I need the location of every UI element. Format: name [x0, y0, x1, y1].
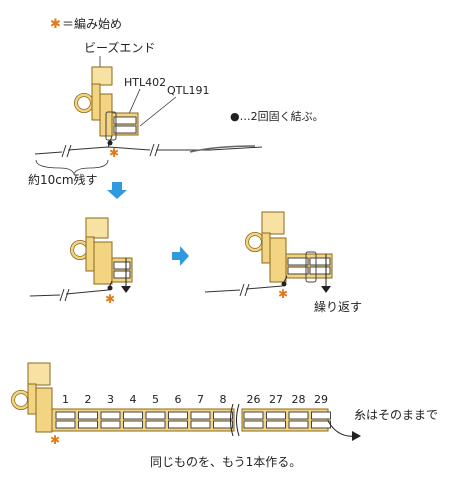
bead — [145, 411, 166, 420]
bead-number: 26 — [247, 393, 261, 406]
leave-length-label: 約10cm残す — [28, 172, 98, 187]
bead — [243, 420, 264, 429]
bead-number: 3 — [107, 393, 114, 406]
bead-number: 29 — [314, 393, 328, 406]
qtl-label: QTL191 — [167, 84, 210, 97]
bead-number: 8 — [220, 393, 227, 406]
bead — [123, 420, 143, 429]
bead — [123, 411, 143, 420]
step3-figure: ✱ 糸はそのままで 同じものを、もう1本作る。 1 2 3 4 5 6 7 8 26 27 28 29 — [11, 362, 438, 469]
bead — [213, 411, 233, 420]
bead — [311, 411, 331, 420]
bead — [78, 411, 98, 420]
flower-icon: ✱ — [50, 17, 61, 32]
bead-number: 1 — [62, 393, 69, 406]
bead — [311, 420, 331, 429]
legend-text: ＝編み始め — [62, 16, 122, 31]
step2-left-figure: ✱ — [29, 217, 133, 306]
bead-number: 4 — [130, 393, 137, 406]
bead — [288, 420, 309, 429]
flower-icon: ✱ — [109, 146, 119, 160]
bead — [243, 411, 264, 420]
bead-number: 7 — [197, 393, 204, 406]
bead-number: 28 — [292, 393, 306, 406]
right-arrow-icon — [172, 246, 189, 266]
leave-thread-label: 糸はそのままで — [354, 408, 438, 422]
bead — [100, 420, 121, 429]
bead — [78, 420, 98, 429]
down-arrow-icon — [107, 182, 127, 199]
bead — [55, 411, 76, 420]
bead-number: 27 — [269, 393, 283, 406]
bead — [190, 420, 211, 429]
bead — [266, 411, 286, 420]
bead — [213, 420, 233, 429]
bead — [266, 420, 286, 429]
flower-icon: ✱ — [278, 287, 288, 301]
step2-right-figure: ✱ 繰り返す — [204, 211, 362, 314]
bead — [190, 411, 211, 420]
knot-note: ●…2回固く結ぶ。 — [230, 109, 324, 123]
bead — [168, 420, 188, 429]
step1-figure: ビーズエンド HTL402 QTL191 ✱ 約10cm残す ●…2回固く結ぶ。 — [28, 40, 324, 187]
htl-label: HTL402 — [124, 76, 166, 89]
flower-icon: ✱ — [105, 292, 115, 306]
bead-number: 2 — [85, 393, 92, 406]
bead-end-label: ビーズエンド — [84, 40, 155, 55]
repeat-label: 繰り返す — [314, 300, 362, 314]
bead — [55, 420, 76, 429]
bead — [145, 420, 166, 429]
make-another-label: 同じものを、もう1本作る。 — [150, 455, 301, 469]
bead — [100, 411, 121, 420]
bead — [168, 411, 188, 420]
bead-number: 6 — [175, 393, 182, 406]
bead-number: 5 — [152, 393, 159, 406]
bead — [288, 411, 309, 420]
flower-icon: ✱ — [50, 433, 60, 447]
